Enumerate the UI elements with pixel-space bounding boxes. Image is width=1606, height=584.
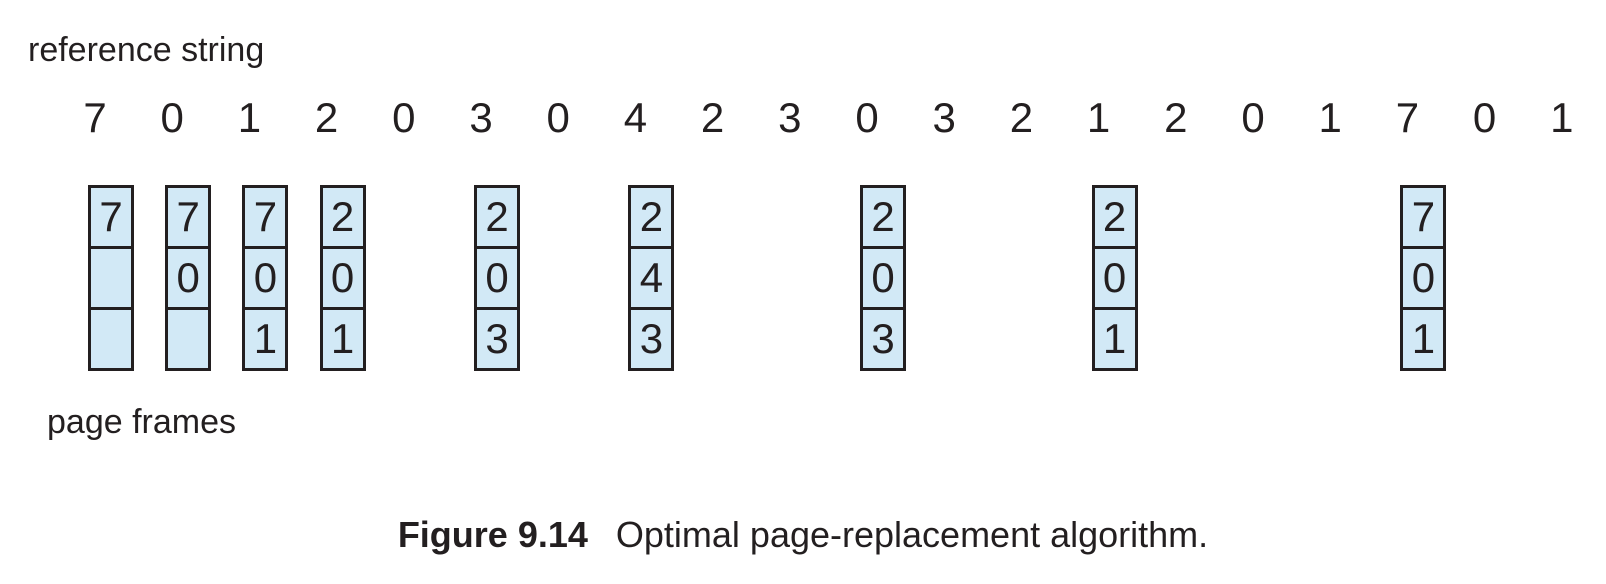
- frame-cell: 0: [322, 246, 363, 307]
- frame-cell: 0: [245, 246, 286, 307]
- frame-cell: 1: [322, 307, 363, 368]
- frame-cell: 0: [477, 246, 517, 307]
- reference-number-19: 1: [1550, 94, 1574, 141]
- reference-number-5: 3: [469, 94, 493, 141]
- frame-cell: 0: [168, 246, 209, 307]
- frame-cell: 2: [477, 188, 517, 246]
- frame-cell: 3: [863, 307, 903, 368]
- reference-number-18: 0: [1472, 94, 1497, 141]
- reference-string-label: reference string: [28, 31, 265, 69]
- page-frame-column-0: 7: [88, 185, 134, 371]
- reference-number-6: 0: [546, 94, 570, 141]
- frame-cell: 3: [631, 307, 672, 368]
- frame-cell: 1: [245, 307, 286, 368]
- frame-cell: 7: [168, 188, 209, 246]
- frame-cell: 2: [863, 188, 903, 246]
- frame-cell: 7: [245, 188, 286, 246]
- frame-cell: 7: [1403, 188, 1444, 246]
- reference-number-0: 7: [83, 94, 107, 141]
- reference-number-14: 2: [1164, 94, 1188, 141]
- reference-number-13: 1: [1086, 94, 1111, 141]
- reference-number-3: 2: [314, 94, 339, 141]
- figure-number: Figure 9.14: [397, 514, 588, 555]
- reference-number-7: 4: [623, 94, 648, 141]
- reference-number-15: 0: [1241, 94, 1265, 141]
- reference-number-16: 1: [1318, 94, 1342, 141]
- frame-cell: 0: [1403, 246, 1444, 307]
- frame-cell: 0: [1094, 246, 1135, 307]
- page-frames-label: page frames: [47, 403, 236, 441]
- reference-number-17: 7: [1395, 94, 1420, 141]
- frame-cell: [168, 307, 209, 368]
- reference-number-11: 3: [932, 94, 956, 141]
- frame-cell: 4: [631, 246, 672, 307]
- frame-cell: 7: [91, 188, 131, 246]
- frame-cell: 1: [1094, 307, 1135, 368]
- figure-caption-text: Optimal page-replacement algorithm.: [615, 514, 1209, 555]
- frame-cell: 1: [1403, 307, 1444, 368]
- reference-number-2: 1: [237, 94, 262, 141]
- frame-cell: [91, 307, 131, 368]
- reference-number-8: 2: [700, 94, 725, 141]
- frame-cell: 2: [1094, 188, 1135, 246]
- reference-number-1: 0: [160, 94, 184, 141]
- frame-cell: 2: [631, 188, 672, 246]
- reference-number-4: 0: [392, 94, 416, 141]
- figure-caption: Figure 9.14 Optimal page-replacement algo…: [0, 514, 1606, 556]
- reference-number-12: 2: [1009, 94, 1034, 141]
- frame-cell: 0: [863, 246, 903, 307]
- frame-cell: 2: [322, 188, 363, 246]
- frame-cell: 3: [477, 307, 517, 368]
- reference-number-10: 0: [855, 94, 879, 141]
- reference-number-9: 3: [778, 94, 802, 141]
- frame-cell: [91, 246, 131, 307]
